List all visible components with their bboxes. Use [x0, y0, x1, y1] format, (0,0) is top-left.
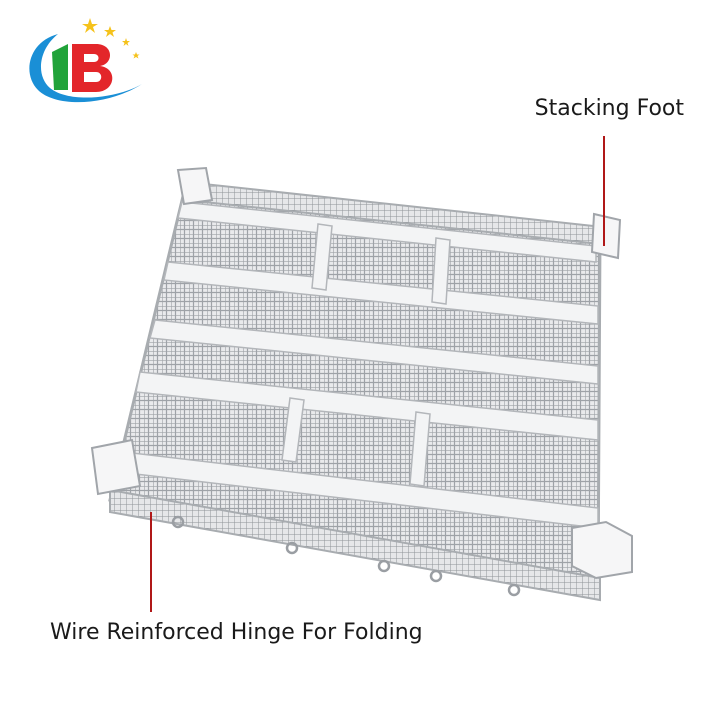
stacking-foot-back-right — [590, 212, 622, 260]
callout-line-hinge — [150, 512, 152, 612]
label-hinge: Wire Reinforced Hinge For Folding — [50, 620, 423, 645]
hinge-rail — [109, 488, 601, 602]
brand-logo — [29, 18, 142, 103]
stacking-foot-front-left — [90, 438, 142, 496]
star-icon — [82, 18, 140, 59]
label-stacking-foot: Stacking Foot — [534, 96, 684, 121]
stacking-foot-back-left — [176, 166, 214, 206]
stacking-foot-front-right — [571, 520, 633, 580]
callout-line-stacking-foot — [603, 136, 605, 246]
